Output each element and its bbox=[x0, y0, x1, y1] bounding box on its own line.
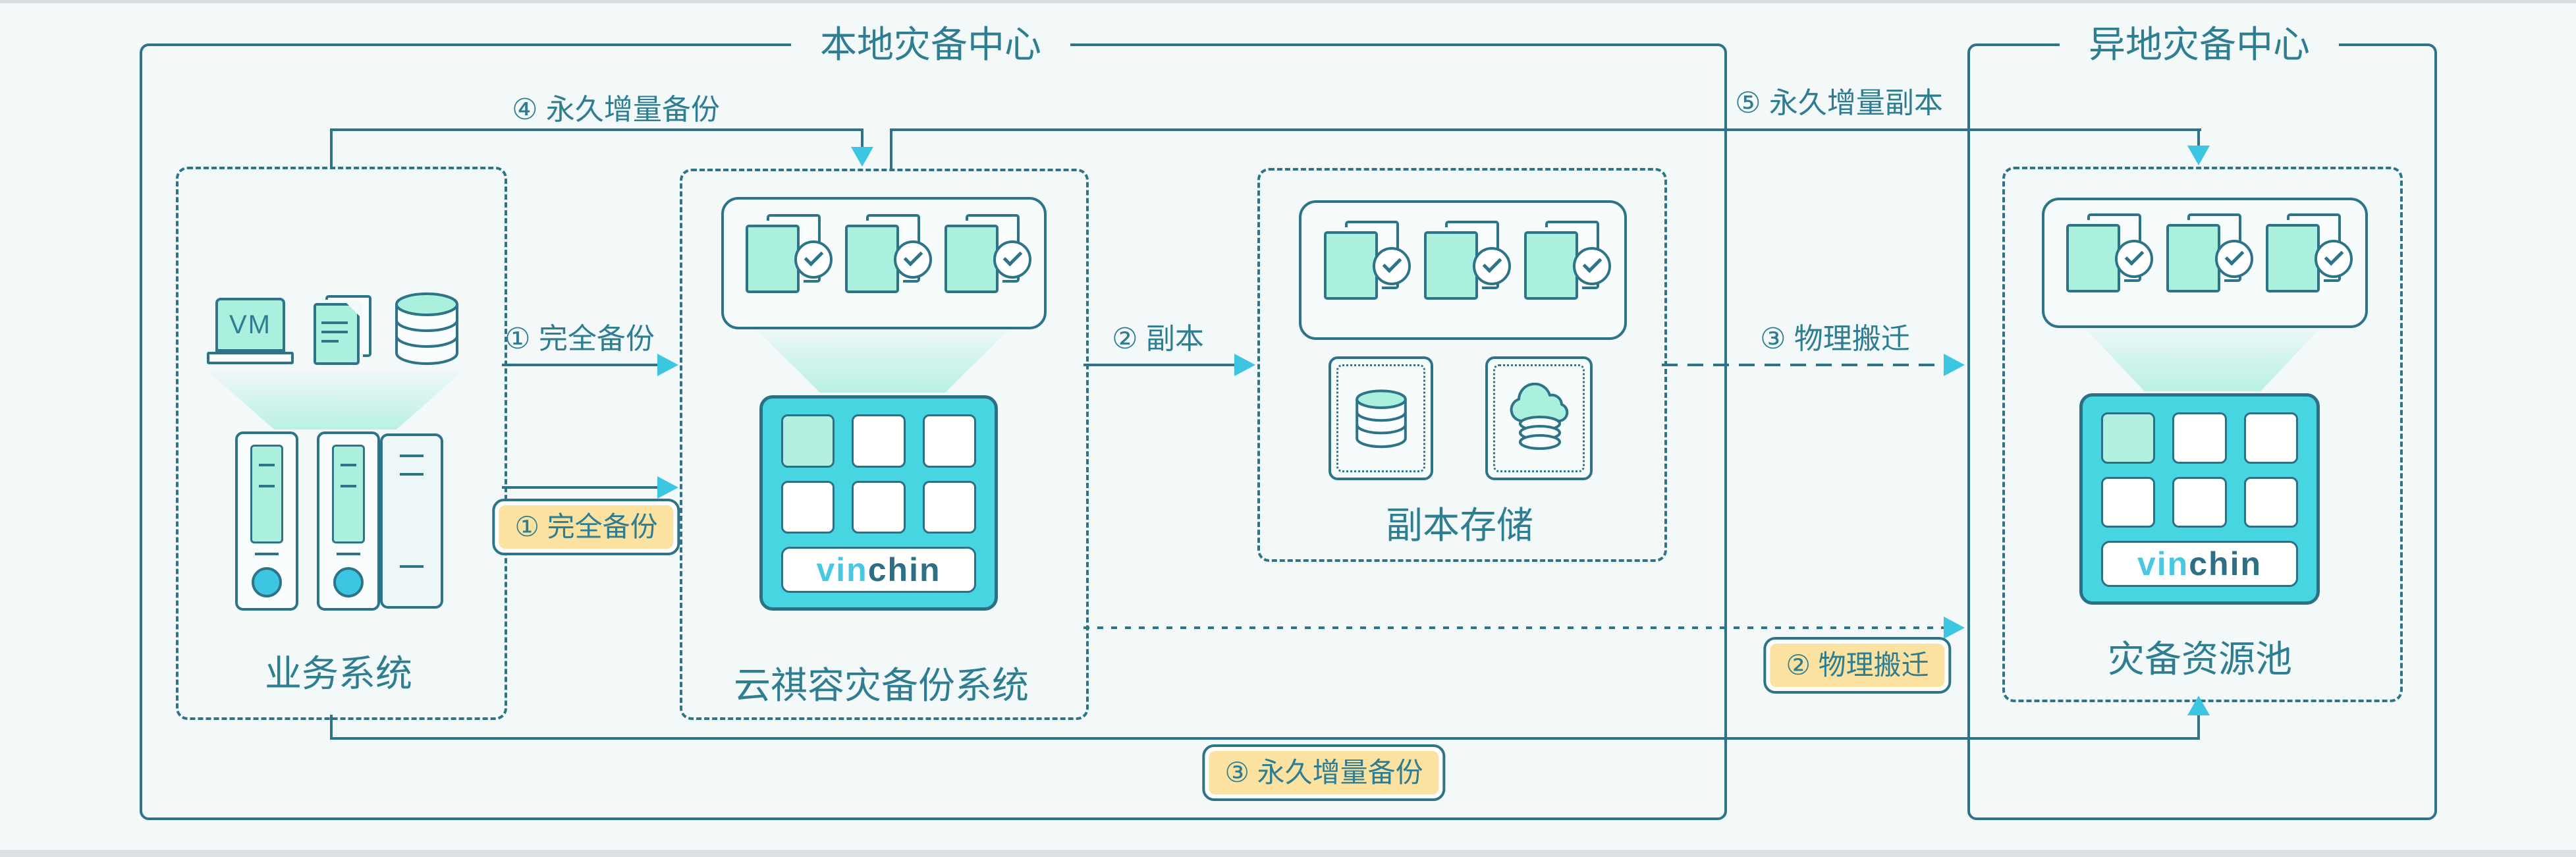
server-led-icon bbox=[252, 567, 282, 597]
backup-file-icon bbox=[845, 213, 932, 313]
cloud-storage-icon bbox=[1493, 364, 1585, 472]
flow4-label: ④ 永久增量备份 bbox=[512, 94, 720, 126]
server-led-icon bbox=[333, 567, 364, 597]
flow5-label: ⑤ 永久增量副本 bbox=[1735, 87, 1943, 119]
flow4-line bbox=[861, 131, 863, 151]
full-backup-badge: ① 完全备份 bbox=[492, 499, 680, 555]
copy-files-box bbox=[1299, 200, 1627, 340]
check-icon bbox=[2115, 240, 2154, 278]
perm-incr-backup-badge-text: ③ 永久增量备份 bbox=[1209, 751, 1439, 794]
appliance-cell bbox=[781, 480, 835, 534]
business-system-label: 业务系统 bbox=[265, 653, 412, 694]
backup-file-icon bbox=[1324, 221, 1411, 319]
flow6-line bbox=[330, 737, 2200, 740]
backup-file-icon bbox=[945, 213, 1031, 313]
physical-move-dotted-arrow-line bbox=[1083, 626, 1945, 629]
check-icon bbox=[993, 240, 1031, 279]
appliance-cell bbox=[2101, 476, 2156, 528]
physical-move-arrowhead-icon bbox=[1944, 617, 1965, 639]
appliance-cell bbox=[2172, 412, 2227, 464]
check-icon bbox=[2214, 240, 2253, 278]
backup-system-box bbox=[680, 169, 1089, 720]
appliance-cell bbox=[2243, 412, 2298, 464]
pool-files-box bbox=[2042, 198, 2368, 328]
document-icon bbox=[314, 295, 371, 365]
appliance-cell bbox=[852, 480, 906, 534]
backup-file-icon bbox=[2066, 213, 2154, 312]
copy-storage-label: 副本存储 bbox=[1386, 505, 1533, 546]
flow3-label: ③ 物理搬迁 bbox=[1760, 323, 1910, 355]
check-icon bbox=[1373, 247, 1411, 285]
flow2-label: ② 副本 bbox=[1112, 323, 1204, 355]
backup-files-box bbox=[721, 197, 1047, 329]
vm-laptop-icon: VM bbox=[207, 298, 294, 364]
server-tower-icon bbox=[235, 431, 298, 611]
vm-screen: VM bbox=[215, 298, 285, 352]
flow2-arrow-line bbox=[1083, 364, 1236, 366]
flow3-arrowhead-icon bbox=[1944, 354, 1965, 376]
flow5-line bbox=[890, 128, 2201, 131]
appliance-cell bbox=[922, 480, 976, 534]
appliance-cell bbox=[781, 414, 835, 468]
cloud-storage-box bbox=[1485, 356, 1593, 480]
check-icon bbox=[1473, 247, 1511, 285]
flow5-line bbox=[2197, 131, 2200, 148]
backup-file-icon bbox=[1524, 221, 1611, 319]
check-icon bbox=[2314, 240, 2353, 278]
physical-move-badge: ② 物理搬迁 bbox=[1763, 637, 1952, 694]
backup-system-label: 云祺容灾备份系统 bbox=[734, 665, 1029, 706]
flow4-line bbox=[330, 130, 333, 168]
vinchin-logo-vin: vin bbox=[816, 551, 868, 588]
appliance-cell bbox=[852, 414, 906, 468]
appliance-cell bbox=[2101, 412, 2156, 464]
vinchin-logo-vin: vin bbox=[2137, 545, 2189, 582]
flow5-line bbox=[890, 131, 892, 169]
bottom-edge-band bbox=[0, 850, 2576, 857]
appliance-cell bbox=[2243, 476, 2298, 528]
backup-file-icon bbox=[746, 213, 833, 313]
flow5-arrowhead-icon bbox=[2187, 146, 2210, 165]
flow1b-arrow-line bbox=[502, 486, 659, 489]
appliance-cell bbox=[922, 414, 976, 468]
flow3-dashed-arrow-line bbox=[1662, 364, 1945, 366]
check-icon bbox=[794, 240, 833, 279]
flow4-line bbox=[330, 128, 863, 131]
business-system-box bbox=[176, 167, 507, 720]
perm-incr-backup-badge: ③ 永久增量备份 bbox=[1202, 744, 1446, 801]
appliance-cell bbox=[2172, 476, 2227, 528]
resource-pool-label: 灾备资源池 bbox=[2108, 638, 2292, 680]
disk-storage-box bbox=[1329, 356, 1433, 480]
flow1-arrow-line bbox=[502, 364, 659, 366]
flow6-line bbox=[2197, 715, 2200, 739]
flow4-arrowhead-icon bbox=[851, 147, 873, 167]
backup-file-icon bbox=[2265, 213, 2353, 312]
backup-file-icon bbox=[1424, 221, 1511, 319]
vinchin-logo-chin: chin bbox=[867, 551, 941, 588]
backup-file-icon bbox=[2166, 213, 2253, 312]
flow6-arrowhead-icon bbox=[2187, 696, 2210, 715]
flow2-arrowhead-icon bbox=[1234, 354, 1255, 376]
local-dr-center-title: 本地灾备中心 bbox=[791, 25, 1070, 65]
flow1-label: ① 完全备份 bbox=[505, 323, 655, 355]
vm-laptop-base bbox=[207, 352, 294, 364]
top-edge-band bbox=[0, 0, 2576, 3]
document-front-page bbox=[314, 303, 360, 365]
physical-move-badge-text: ② 物理搬迁 bbox=[1770, 644, 1945, 687]
disk-storage-icon bbox=[1336, 364, 1425, 472]
check-icon bbox=[894, 240, 932, 279]
check-icon bbox=[1573, 247, 1611, 285]
server-tower-icon bbox=[317, 431, 380, 611]
flow6-line bbox=[330, 715, 333, 740]
full-backup-badge-text: ① 完全备份 bbox=[499, 505, 674, 549]
vinchin-logo-chin: chin bbox=[2189, 545, 2262, 582]
database-icon bbox=[394, 291, 460, 368]
remote-dr-center-title: 异地灾备中心 bbox=[2060, 25, 2339, 65]
flow1b-arrowhead-icon bbox=[657, 476, 678, 499]
flow1-arrowhead-icon bbox=[657, 354, 678, 376]
server-tower-icon bbox=[380, 433, 443, 609]
